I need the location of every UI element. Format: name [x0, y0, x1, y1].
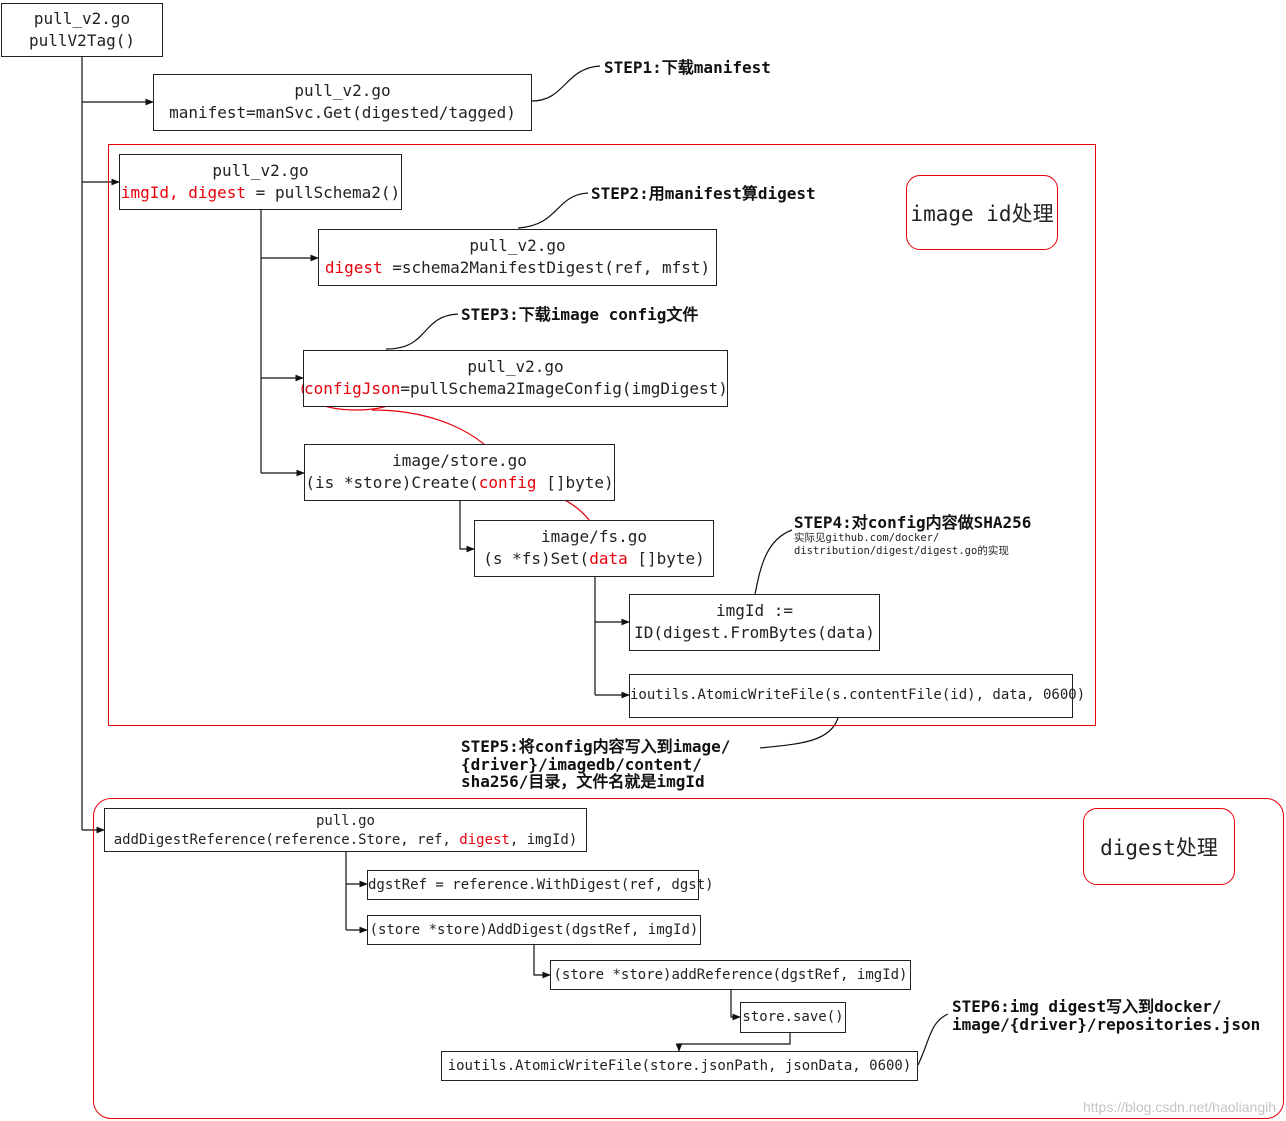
call-prefix: (s *fs)Set(	[483, 548, 590, 568]
node-call: store.save()	[742, 1009, 844, 1025]
node-add-digest[interactable]: (store *store)AddDigest(dgstRef, imgId)	[367, 915, 701, 945]
call-prefix: addDigestReference(reference.Store, ref,	[113, 831, 460, 848]
node-line1: imgId :=	[715, 601, 794, 620]
node-file: image/store.go	[392, 451, 527, 470]
image-id-region-label: image id处理	[906, 175, 1058, 250]
step4-leader	[754, 529, 793, 595]
step6-line1: STEP6:img digest写入到docker/	[952, 997, 1222, 1016]
step4-note: 实际见github.com/docker/ distribution/diges…	[794, 532, 1009, 558]
node-file: image/fs.go	[541, 527, 647, 546]
node-call-line: configJson=pullSchema2ImageConfig(imgDig…	[304, 378, 728, 400]
watermark: https://blog.csdn.net/haoliangih	[1082, 1099, 1276, 1115]
node-add-reference[interactable]: (store *store)addReference(dgstRef, imgI…	[550, 960, 911, 990]
node-img-id[interactable]: imgId := ID(digest.FromBytes(data)	[629, 594, 880, 651]
arrow-to-fs-set	[459, 501, 475, 553]
node-file: pull_v2.go	[294, 81, 391, 100]
node-pull-v2-tag[interactable]: pull_v2.go pullV2Tag()	[1, 3, 163, 57]
node-call-line: (s *fs)Set(data []byte)	[475, 548, 713, 570]
node-call: manifest=manSvc.Get(digested/tagged)	[169, 102, 516, 122]
red-vars: digest	[324, 257, 383, 277]
step5-line1: STEP5:将config内容写入到image/	[461, 737, 731, 756]
node-atomic-write-content[interactable]: ioutils.AtomicWriteFile(s.contentFile(id…	[629, 674, 1085, 718]
node-fs-set[interactable]: image/fs.go (s *fs)Set(data []byte)	[474, 520, 714, 577]
step3-leader	[385, 313, 459, 350]
step3-label: STEP3:下载image config文件	[461, 305, 699, 324]
step2-label: STEP2:用manifest算digest	[591, 184, 816, 203]
node-manifest-get[interactable]: pull_v2.go manifest=manSvc.Get(digested/…	[153, 74, 532, 131]
step5-label: STEP5:将config内容写入到image/ {driver}/imaged…	[461, 738, 730, 791]
digest-region-label: digest处理	[1083, 808, 1235, 885]
node-file: pull_v2.go	[212, 161, 309, 180]
step5-leader	[759, 717, 839, 749]
node-file: pull_v2.go	[33, 9, 131, 28]
step6-label: STEP6:img digest写入到docker/ image/{driver…	[952, 998, 1260, 1033]
node-call: (store *store)addReference(dgstRef, imgI…	[553, 967, 908, 983]
call-prefix: (is *store)Create(	[305, 472, 479, 492]
red-vars: digest	[459, 831, 510, 848]
step6-line2: image/{driver}/repositories.json	[952, 1014, 1261, 1034]
digest-region	[93, 798, 1284, 1119]
node-schema2-manifest-digest[interactable]: pull_v2.go digest =schema2ManifestDigest…	[318, 229, 717, 286]
node-file: pull_v2.go	[467, 357, 564, 376]
node-store-save[interactable]: store.save()	[740, 1002, 846, 1033]
step5-line3: sha256/目录，文件名就是imgId	[461, 772, 705, 792]
node-call: ioutils.AtomicWriteFile(store.jsonPath, …	[447, 1058, 912, 1074]
node-add-digest-reference[interactable]: pull.go addDigestReference(reference.Sto…	[104, 808, 587, 852]
node-call: ioutils.AtomicWriteFile(s.contentFile(id…	[630, 687, 1086, 703]
node-store-create[interactable]: image/store.go (is *store)Create(config …	[304, 444, 615, 501]
node-call-line: digest =schema2ManifestDigest(ref, mfst)	[319, 257, 716, 279]
node-call-line: (is *store)Create(config []byte)	[305, 472, 614, 494]
node-call: =pullSchema2ImageConfig(imgDigest)	[400, 378, 728, 398]
arrow-to-store-save	[730, 990, 741, 1021]
step4-label: STEP4:对config内容做SHA256	[794, 513, 1032, 532]
step5-line2: {driver}/imagedb/content/	[461, 754, 702, 774]
node-atomic-write-json[interactable]: ioutils.AtomicWriteFile(store.jsonPath, …	[441, 1051, 918, 1081]
red-vars: configJson	[304, 378, 401, 398]
call-suffix: []byte)	[627, 548, 705, 568]
image-id-region	[108, 144, 1096, 726]
call-suffix: , imgId)	[509, 831, 578, 848]
node-call: dgstRef = reference.WithDigest(ref, dgst…	[368, 877, 714, 893]
red-vars: data	[589, 548, 628, 568]
arrow-to-add-reference	[533, 945, 551, 979]
node-line2: ID(digest.FromBytes(data)	[634, 622, 875, 642]
step1-label: STEP1:下载manifest	[604, 58, 771, 77]
node-with-digest[interactable]: dgstRef = reference.WithDigest(ref, dgst…	[367, 870, 714, 900]
step6-leader	[917, 1013, 949, 1066]
node-pull-schema2-image-config[interactable]: pull_v2.go configJson=pullSchema2ImageCo…	[303, 350, 728, 407]
step1-leader	[531, 65, 601, 102]
node-call: (store *store)AddDigest(dgstRef, imgId)	[369, 922, 699, 938]
call-suffix: []byte)	[536, 472, 614, 492]
node-call: = pullSchema2()	[246, 182, 401, 202]
step2-leader	[517, 192, 589, 229]
node-file: pull.go	[315, 813, 375, 829]
node-call-line: addDigestReference(reference.Store, ref,…	[105, 831, 586, 850]
node-call: pullV2Tag()	[29, 30, 135, 50]
node-call-line: imgId, digest = pullSchema2()	[120, 182, 401, 204]
red-vars: imgId, digest	[120, 182, 247, 202]
node-call: =schema2ManifestDigest(ref, mfst)	[382, 257, 711, 277]
node-pull-schema2[interactable]: pull_v2.go imgId, digest = pullSchema2()	[119, 154, 402, 210]
step4-note-line2: distribution/digest/digest.go的实现	[794, 545, 1009, 558]
arrow-to-atomic2	[675, 1033, 791, 1052]
node-file: pull_v2.go	[469, 236, 566, 255]
red-vars: config	[478, 472, 537, 492]
step4-note-line1: 实际见github.com/docker/	[794, 532, 940, 544]
